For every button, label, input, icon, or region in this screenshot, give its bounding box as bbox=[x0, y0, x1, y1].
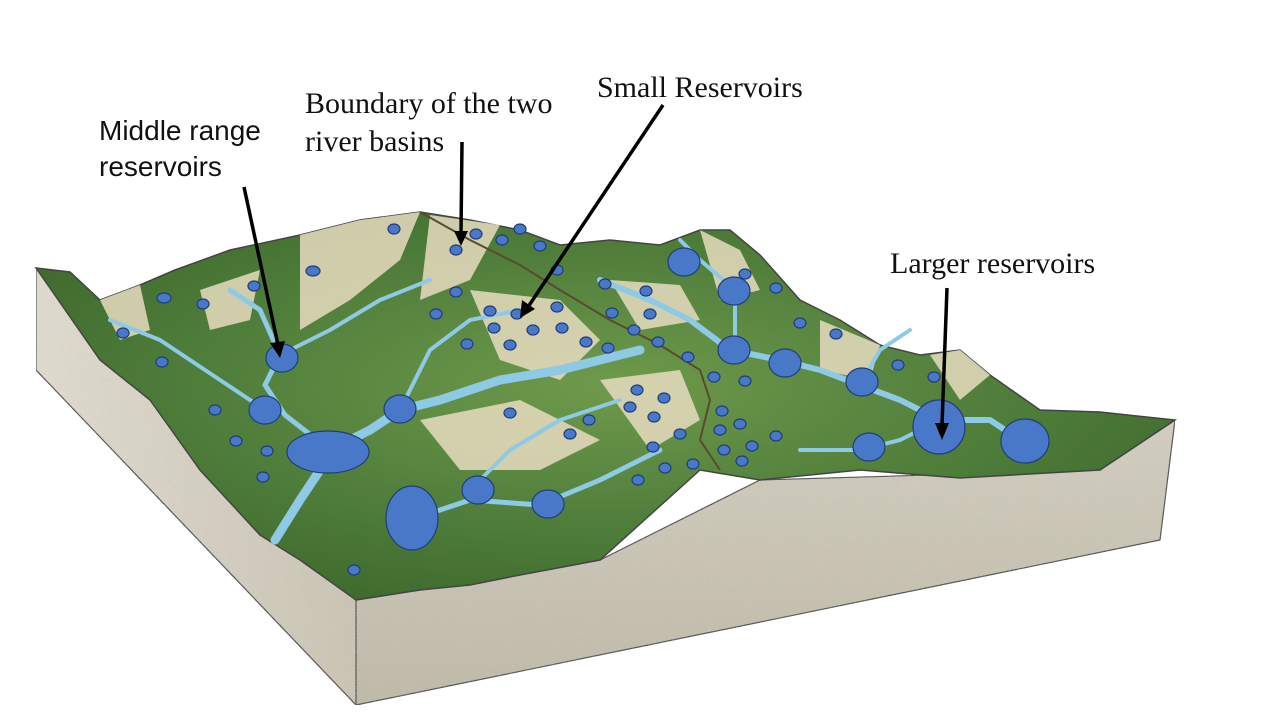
middle-range-reservoirs bbox=[248, 247, 886, 519]
label-middle-range-reservoirs: Middle range reservoirs bbox=[99, 114, 261, 183]
label-middle-line1: Middle range bbox=[99, 115, 261, 146]
label-boundary-line2: river basins bbox=[305, 125, 445, 158]
label-boundary-line1: Boundary of the two bbox=[305, 87, 553, 120]
label-larger-reservoirs: Larger reservoirs bbox=[890, 247, 1096, 280]
annotation-arrows bbox=[242, 104, 949, 440]
ridge-highlights bbox=[100, 212, 990, 470]
small-reservoirs bbox=[116, 223, 941, 576]
label-small-reservoirs: Small Reservoirs bbox=[597, 71, 803, 104]
label-middle-line2: reservoirs bbox=[99, 150, 222, 182]
label-basin-boundary: Boundary of the two river basins bbox=[305, 86, 552, 160]
